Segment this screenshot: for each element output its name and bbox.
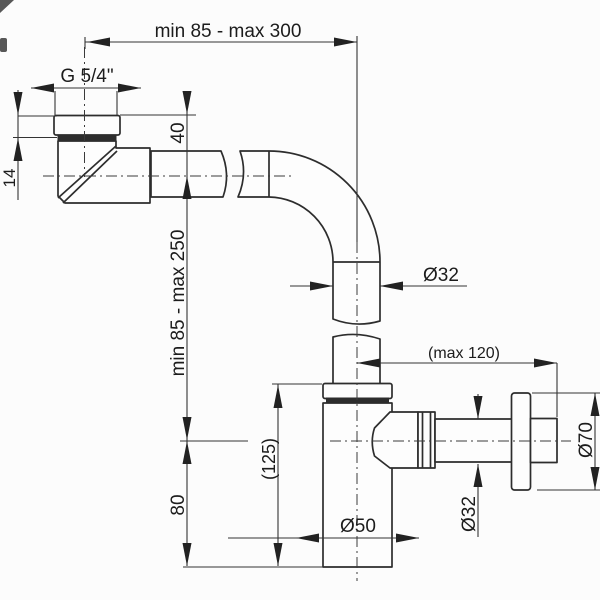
label-nut-height: 14 bbox=[0, 169, 19, 188]
body-gasket bbox=[326, 397, 389, 404]
dimension-arrows bbox=[13, 37, 600, 566]
label-outlet-max-length: (max 120) bbox=[428, 345, 500, 362]
label-vertical-span: min 85 - max 250 bbox=[168, 230, 189, 377]
outlet-assembly bbox=[371, 392, 558, 491]
label-outlet-height: 80 bbox=[168, 494, 189, 515]
horizontal-tube bbox=[150, 150, 381, 325]
label-top-span: min 85 - max 300 bbox=[155, 21, 302, 42]
label-thread-size: G 5/4" bbox=[60, 66, 113, 87]
dimension-labels: min 85 - max 300 G 5/4" 40 14 min 85 - m… bbox=[0, 21, 597, 537]
vertical-pipe-lower bbox=[332, 333, 381, 385]
label-outlet-pipe-diameter: Ø32 bbox=[459, 496, 480, 532]
label-flange-diameter: Ø70 bbox=[576, 422, 597, 458]
scan-artifacts bbox=[0, 0, 14, 52]
label-pipe-diameter: Ø32 bbox=[423, 265, 459, 286]
outlet-connector bbox=[371, 411, 419, 469]
wall-elbow-fitting bbox=[53, 114, 151, 204]
dimension-lines bbox=[13, 36, 600, 568]
centerlines bbox=[43, 47, 571, 581]
label-body-diameter: Ø50 bbox=[340, 516, 376, 537]
union-nut bbox=[53, 114, 121, 136]
gasket bbox=[57, 134, 117, 141]
label-body-height: (125) bbox=[259, 438, 279, 480]
label-inlet-offset: 40 bbox=[168, 122, 189, 143]
outlet-nut bbox=[417, 411, 436, 469]
